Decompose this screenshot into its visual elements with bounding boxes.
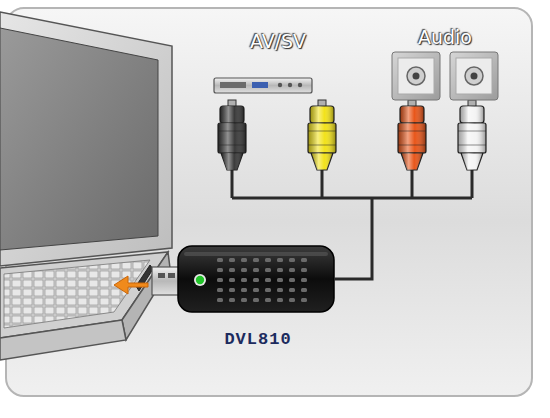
model-label: DVL810 — [224, 330, 291, 350]
insert-arrow — [114, 276, 148, 294]
video-plug — [308, 100, 336, 170]
audio-right-plug — [398, 100, 426, 170]
audio-jack — [392, 52, 440, 100]
svideo-plug — [218, 100, 246, 170]
device-label: AV/SV — [250, 31, 306, 53]
cable-harness — [232, 170, 472, 279]
dvd-player — [214, 78, 312, 93]
usb-capture-stick — [152, 246, 334, 312]
audio-jack — [450, 52, 498, 100]
device-label: Audio — [418, 27, 472, 49]
laptop — [0, 12, 172, 360]
audio-left-plug — [458, 100, 486, 170]
